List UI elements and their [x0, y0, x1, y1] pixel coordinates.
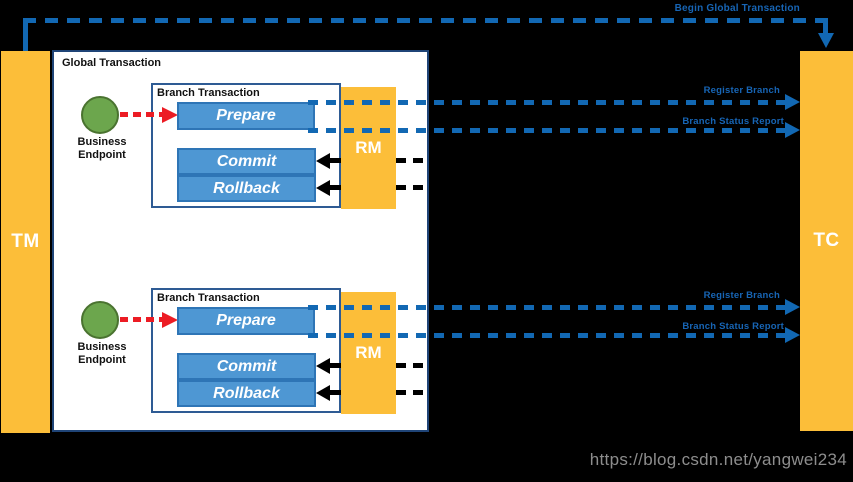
tc-label: TC — [813, 230, 840, 251]
begin-global-transaction-line-left — [23, 20, 28, 51]
invoke-arrowhead-icon — [162, 107, 178, 123]
branch-status-report-arrow-line — [308, 128, 786, 133]
commit-box: Commit — [177, 148, 316, 175]
prepare-box: Prepare — [177, 102, 315, 130]
commit-box: Commit — [177, 353, 316, 380]
commit-arrow-dashes — [396, 158, 428, 163]
register-branch-label: Register Branch — [703, 290, 780, 301]
business-endpoint-label: Business Endpoint — [77, 341, 127, 366]
rollback-arrow-shaft — [329, 185, 342, 190]
tm-label: TM — [11, 231, 40, 252]
register-branch-arrow-line — [308, 305, 786, 310]
tc-node: TC — [800, 51, 853, 431]
branch-status-report-arrowhead-icon — [785, 122, 800, 138]
begin-global-transaction-line — [23, 18, 830, 23]
global-transaction-label: Global Transaction — [62, 57, 162, 69]
begin-global-transaction-line-right — [823, 22, 828, 34]
rollback-arrowhead-icon — [316, 180, 330, 196]
begin-global-transaction-arrowhead-icon — [818, 33, 834, 48]
commit-arrow-shaft — [329, 158, 342, 163]
branch-status-report-label: Branch Status Report — [682, 116, 784, 127]
branch-status-report-arrow-line — [308, 333, 786, 338]
branch-transaction-label: Branch Transaction — [157, 292, 260, 304]
tm-node: TM — [1, 51, 50, 433]
commit-arrow-dashes — [396, 363, 428, 368]
branch-transaction-label: Branch Transaction — [157, 87, 260, 99]
rollback-arrow-dashes — [396, 390, 428, 395]
commit-arrowhead-icon — [316, 358, 330, 374]
business-endpoint-icon — [81, 96, 119, 134]
watermark-text: https://blog.csdn.net/yangwei234 — [589, 450, 847, 469]
rm-node: RM — [341, 87, 396, 209]
rollback-arrowhead-icon — [316, 385, 330, 401]
register-branch-arrowhead-icon — [785, 299, 800, 315]
invoke-arrowhead-icon — [162, 312, 178, 328]
prepare-box: Prepare — [177, 307, 315, 335]
business-endpoint-label: Business Endpoint — [77, 136, 127, 161]
branch-transaction-group-2: Branch Transaction Business Endpoint Pre… — [0, 205, 853, 482]
commit-arrowhead-icon — [316, 153, 330, 169]
rollback-box: Rollback — [177, 380, 316, 407]
rollback-arrow-shaft — [329, 390, 342, 395]
register-branch-arrowhead-icon — [785, 94, 800, 110]
branch-status-report-arrowhead-icon — [785, 327, 800, 343]
rollback-arrow-dashes — [396, 185, 428, 190]
register-branch-arrow-line — [308, 100, 786, 105]
branch-status-report-label: Branch Status Report — [682, 321, 784, 332]
rollback-box: Rollback — [177, 175, 316, 202]
register-branch-label: Register Branch — [703, 85, 780, 96]
invoke-arrow-line — [120, 112, 163, 117]
commit-arrow-shaft — [329, 363, 342, 368]
begin-global-transaction-label: Begin Global Transaction — [674, 3, 800, 14]
invoke-arrow-line — [120, 317, 163, 322]
rm-node: RM — [341, 292, 396, 414]
business-endpoint-icon — [81, 301, 119, 339]
